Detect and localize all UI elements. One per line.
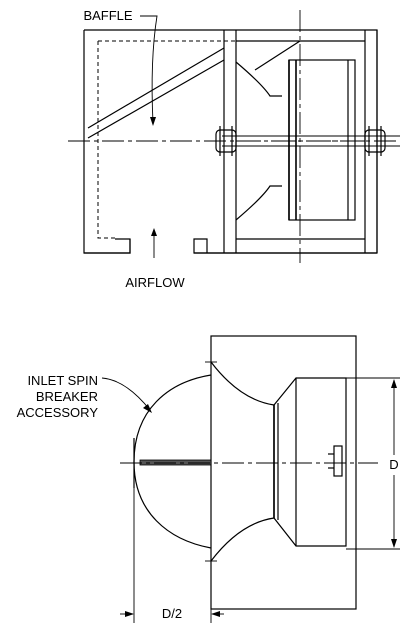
dim-half-arrow-left: [125, 611, 134, 617]
side-view: INLET SPIN BREAKER ACCESSORY D D/2: [17, 335, 400, 623]
side-shaft: [139, 459, 212, 466]
dim-half-arrow-right: [211, 611, 220, 617]
dim-d-arrow-top: [391, 379, 397, 388]
inlet-cone-lower: [210, 517, 275, 562]
dim-half-label: D/2: [162, 606, 182, 621]
accessory-label-line-3: ACCESSORY: [17, 405, 99, 420]
baffle-label: BAFFLE: [83, 8, 132, 23]
airflow-label: AIRFLOW: [125, 275, 185, 290]
side-housing: [210, 335, 357, 610]
housing-bottom-left: [84, 239, 131, 254]
dim-d-arrow-bottom: [391, 539, 397, 548]
baffle-brace: [254, 40, 301, 71]
baffle-line-a: [87, 47, 225, 129]
inlet-cone-top: [235, 61, 282, 97]
baffle-leader-arrow: [150, 117, 156, 126]
accessory-label-line-2: BREAKER: [36, 389, 98, 404]
accessory-leader-arrow: [143, 404, 152, 413]
accessory-leader: [101, 377, 151, 411]
dim-d-label: D: [389, 457, 398, 472]
inlet-cone-bottom: [235, 185, 282, 221]
side-fan-wheel: [273, 377, 347, 547]
top-view: BAFFLE AIRFLOW: [68, 8, 400, 290]
side-hub: [333, 445, 343, 477]
inlet-cone-upper: [210, 361, 275, 406]
baffle-line-b: [87, 59, 225, 139]
baffle-leader: [140, 15, 158, 124]
accessory-label-line-1: INLET SPIN: [27, 373, 98, 388]
airflow-arrow-head: [151, 228, 157, 236]
fan-wheel: [288, 59, 356, 221]
